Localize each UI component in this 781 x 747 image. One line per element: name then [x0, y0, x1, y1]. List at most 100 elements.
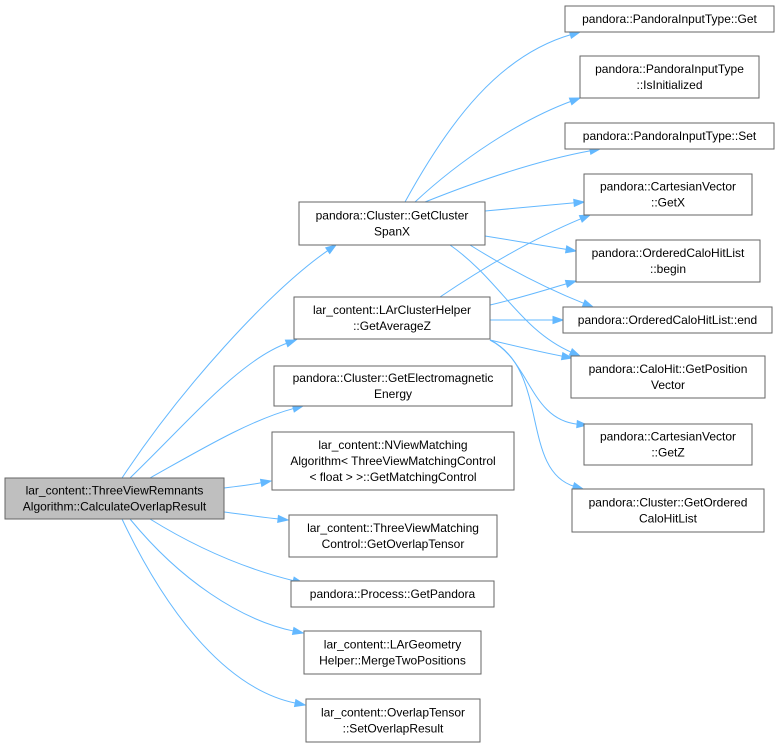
- node-label-input-is-initialized: pandora::PandoraInputType: [595, 62, 744, 76]
- node-box-calo-end[interactable]: [562, 306, 773, 334]
- nodes-layer: lar_content::ThreeViewRemnantsAlgorithm:…: [4, 5, 775, 743]
- node-box-root[interactable]: [4, 477, 225, 520]
- node-input-set[interactable]: pandora::PandoraInputType::Set: [564, 122, 775, 150]
- arrowhead-root-to-merge_two_positions: [291, 626, 305, 635]
- node-label-get-average-z: lar_content::LArClusterHelper: [313, 303, 471, 317]
- node-box-input-set[interactable]: [564, 122, 775, 150]
- node-label-root: Algorithm::CalculateOverlapResult: [23, 500, 207, 514]
- node-label-get-pandora: pandora::Process::GetPandora: [310, 587, 476, 601]
- arrowhead-get_cluster_span_x-to-input_is_initialized: [568, 97, 582, 106]
- node-label-cartesian-get-x: pandora::CartesianVector: [600, 180, 736, 194]
- node-box-get-overlap-tensor[interactable]: [288, 514, 498, 558]
- arrowhead-root-to-set_overlap_result: [293, 698, 307, 708]
- node-label-get-overlap-tensor: lar_content::ThreeViewMatching: [307, 521, 479, 535]
- node-label-get-ordered-calo-hit-list: CaloHitList: [639, 512, 698, 526]
- node-label-set-overlap-result: lar_content::OverlapTensor: [321, 706, 465, 720]
- arrowhead-get_average_z-to-calo_begin: [564, 279, 578, 288]
- edge-get_cluster_span_x-to-input_set: [424, 150, 592, 203]
- node-calo-end[interactable]: pandora::OrderedCaloHitList::end: [562, 306, 773, 334]
- arrowhead-root-to-get_matching_control: [259, 478, 273, 488]
- node-label-root: lar_content::ThreeViewRemnants: [26, 484, 204, 498]
- arrowhead-root-to-get_overlap_tensor: [277, 514, 290, 524]
- edges-layer: [121, 30, 602, 708]
- node-label-get-cluster-span-x: SpanX: [374, 225, 410, 239]
- node-get-average-z[interactable]: lar_content::LArClusterHelper::GetAverag…: [293, 296, 491, 340]
- arrowhead-root-to-get_average_z: [284, 339, 298, 348]
- edge-get_cluster_span_x-to-get_position_vector: [449, 244, 572, 353]
- node-set-overlap-result[interactable]: lar_content::OverlapTensor::SetOverlapRe…: [305, 698, 481, 743]
- node-input-get[interactable]: pandora::PandoraInputType::Get: [564, 5, 775, 33]
- node-label-get-matching-control: lar_content::NViewMatching: [318, 438, 467, 452]
- edge-get_average_z-to-cartesian_get_x: [439, 218, 582, 298]
- node-box-get-position-vector[interactable]: [570, 355, 766, 399]
- node-box-set-overlap-result[interactable]: [305, 698, 481, 743]
- node-label-cartesian-get-x: ::GetX: [651, 196, 685, 210]
- node-box-input-is-initialized[interactable]: [579, 55, 760, 99]
- edge-get_cluster_span_x-to-input_get: [404, 34, 572, 203]
- node-label-get-electromagnetic-energy: Energy: [374, 387, 412, 401]
- node-box-get-cluster-span-x[interactable]: [298, 201, 486, 246]
- node-root[interactable]: lar_content::ThreeViewRemnantsAlgorithm:…: [4, 477, 225, 520]
- node-box-get-pandora[interactable]: [290, 580, 495, 608]
- node-label-merge-two-positions: lar_content::LArGeometry: [324, 638, 461, 652]
- arrowhead-get_cluster_span_x-to-calo_end: [581, 299, 595, 308]
- arrowhead-get_average_z-to-cartesian_get_x: [578, 214, 592, 223]
- node-box-cartesian-get-z[interactable]: [583, 423, 753, 466]
- edge-root-to-get_average_z: [129, 342, 288, 479]
- arrowhead-get_average_z-to-cartesian_get_z: [576, 419, 589, 429]
- node-label-get-position-vector: pandora::CaloHit::GetPosition: [589, 362, 748, 376]
- node-cartesian-get-z[interactable]: pandora::CartesianVector::GetZ: [583, 423, 753, 466]
- edge-root-to-get_electromagnetic_energy: [149, 407, 295, 479]
- edge-root-to-set_overlap_result: [121, 518, 297, 704]
- node-box-calo-begin[interactable]: [575, 239, 761, 283]
- node-label-get-average-z: ::GetAverageZ: [353, 319, 431, 333]
- node-label-merge-two-positions: Helper::MergeTwoPositions: [319, 654, 466, 668]
- arrowhead-get_cluster_span_x-to-calo_begin: [564, 245, 578, 254]
- edge-root-to-get_cluster_span_x: [121, 249, 329, 479]
- node-label-get-overlap-tensor: Control::GetOverlapTensor: [322, 537, 465, 551]
- edge-get_cluster_span_x-to-cartesian_get_x: [484, 202, 576, 212]
- edge-root-to-merge_two_positions: [129, 518, 295, 632]
- node-box-input-get[interactable]: [564, 5, 775, 33]
- node-label-get-ordered-calo-hit-list: pandora::Cluster::GetOrdered: [589, 496, 748, 510]
- node-label-get-cluster-span-x: pandora::Cluster::GetCluster: [316, 209, 469, 223]
- node-box-merge-two-positions[interactable]: [303, 630, 482, 675]
- node-label-get-electromagnetic-energy: pandora::Cluster::GetElectromagnetic: [293, 371, 494, 385]
- arrowhead-root-to-get_cluster_span_x: [324, 244, 338, 255]
- edge-root-to-get_matching_control: [223, 482, 263, 489]
- edge-get_average_z-to-get_position_vector: [489, 339, 564, 357]
- node-box-get-electromagnetic-energy[interactable]: [273, 365, 513, 407]
- node-merge-two-positions[interactable]: lar_content::LArGeometryHelper::MergeTwo…: [303, 630, 482, 675]
- edge-root-to-get_pandora: [149, 518, 295, 582]
- node-label-input-is-initialized: ::IsInitialized: [636, 78, 702, 92]
- node-label-calo-end: pandora::OrderedCaloHitList::end: [578, 313, 757, 327]
- edge-get_cluster_span_x-to-input_is_initialized: [414, 100, 572, 203]
- node-label-input-get: pandora::PandoraInputType::Get: [582, 12, 757, 26]
- node-calo-begin[interactable]: pandora::OrderedCaloHitList::begin: [575, 239, 761, 283]
- arrowhead-get_average_z-to-get_position_vector: [560, 351, 574, 361]
- node-box-get-ordered-calo-hit-list[interactable]: [571, 488, 765, 533]
- node-get-overlap-tensor[interactable]: lar_content::ThreeViewMatchingControl::G…: [288, 514, 498, 558]
- arrowhead-get_average_z-to-get_ordered_calo_hit_list: [571, 481, 585, 490]
- edge-root-to-get_overlap_tensor: [223, 511, 280, 520]
- node-box-get-average-z[interactable]: [293, 296, 491, 340]
- node-input-is-initialized[interactable]: pandora::PandoraInputType::IsInitialized: [579, 55, 760, 99]
- node-label-set-overlap-result: ::SetOverlapResult: [343, 722, 444, 736]
- node-get-pandora[interactable]: pandora::Process::GetPandora: [290, 580, 495, 608]
- node-label-get-position-vector: Vector: [651, 378, 685, 392]
- node-get-electromagnetic-energy[interactable]: pandora::Cluster::GetElectromagneticEner…: [273, 365, 513, 407]
- edge-get_average_z-to-get_ordered_calo_hit_list: [489, 339, 575, 487]
- node-box-get-matching-control[interactable]: [271, 431, 515, 491]
- node-label-cartesian-get-z: ::GetZ: [651, 446, 684, 460]
- node-label-calo-begin: pandora::OrderedCaloHitList: [592, 246, 745, 260]
- node-box-cartesian-get-x[interactable]: [583, 173, 753, 216]
- node-cartesian-get-x[interactable]: pandora::CartesianVector::GetX: [583, 173, 753, 216]
- arrowhead-get_average_z-to-calo_end: [552, 315, 565, 325]
- edge-get_cluster_span_x-to-calo_begin: [484, 235, 568, 251]
- edge-get_average_z-to-calo_begin: [489, 283, 568, 306]
